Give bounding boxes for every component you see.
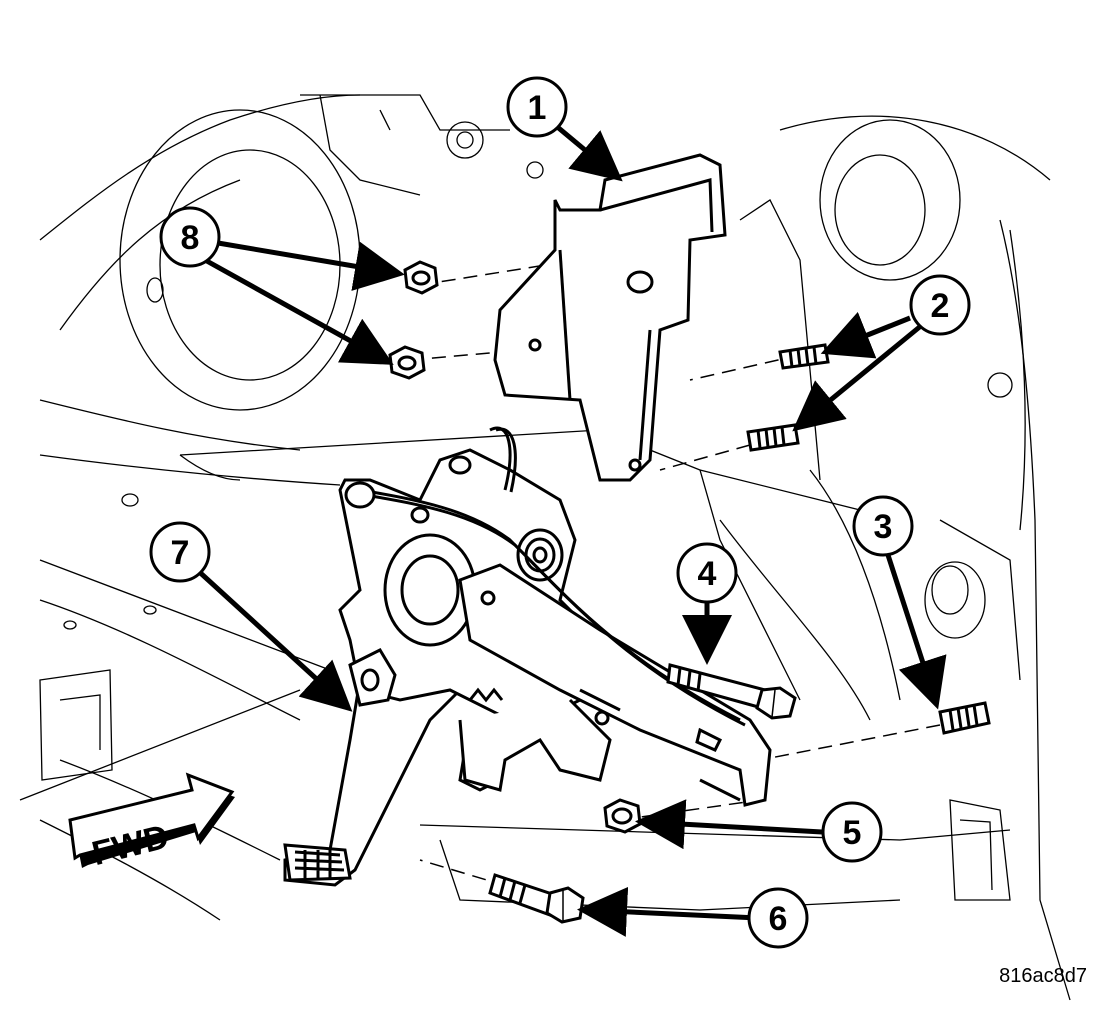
callout-8: 8: [159, 206, 221, 268]
callout-4-label: 4: [698, 555, 717, 593]
stud-lower: [938, 701, 991, 735]
callout-5-label: 5: [843, 814, 862, 852]
callout-3: 3: [852, 495, 914, 557]
nut: [603, 798, 642, 834]
callout-4: 4: [676, 542, 738, 604]
callout-6: 6: [747, 887, 809, 949]
figure-id: 816ac8d7: [999, 965, 1087, 987]
callout-7-label: 7: [171, 534, 190, 572]
bracket: [493, 153, 727, 482]
callout-3-label: 3: [874, 508, 893, 546]
bolt-lower: [488, 873, 585, 924]
callout-2: 2: [909, 274, 971, 336]
nut-pair: [388, 260, 439, 380]
callout-5: 5: [821, 801, 883, 863]
callout-1: 1: [506, 76, 568, 138]
callout-8-label: 8: [181, 219, 200, 257]
forward-direction-arrow: FWD: [68, 772, 235, 873]
callout-7: 7: [149, 521, 211, 583]
callout-2-label: 2: [931, 287, 950, 325]
callout-1-label: 1: [528, 89, 547, 127]
callout-6-label: 6: [769, 900, 788, 938]
leader-arrows: [193, 123, 947, 937]
stud-pair-upper: [746, 343, 830, 452]
park-brake-pedal-assembly: [283, 426, 772, 887]
bolt-upper: [666, 663, 797, 720]
